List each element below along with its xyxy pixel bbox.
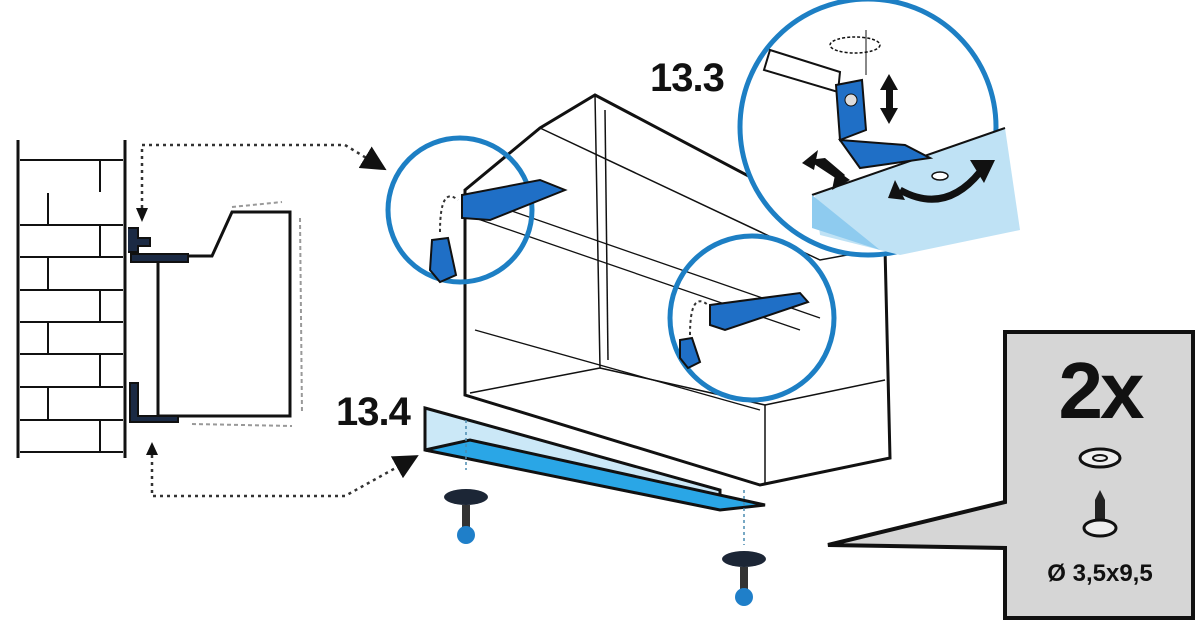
cabinet-side-profile: [128, 201, 303, 427]
screw-icon: [1082, 490, 1118, 538]
arrow-down-icon: [136, 208, 148, 222]
detail-circle-bracket-left: [385, 135, 568, 285]
depth-adjust-arrow-icon: [802, 150, 850, 190]
bottom-rail: [423, 406, 766, 512]
detail-circle-bracket-right: [667, 233, 837, 403]
washer-icon: [1078, 447, 1122, 469]
height-adjust-arrow-icon: [880, 74, 898, 124]
screw-spec-label: Ø 3,5x9,5: [1047, 560, 1153, 587]
brick-wall: [16, 140, 127, 458]
quantity-label: 2x: [1058, 346, 1145, 435]
connector-arrows: [140, 143, 419, 498]
detail-circle-adjustment: [737, 0, 1020, 258]
arrow-up-icon: [146, 442, 158, 455]
mounting-screws-dashed-guides: [465, 420, 745, 545]
hardware-callout: [827, 330, 1195, 620]
step-label-13-4: 13.4: [336, 390, 411, 434]
step-label-13-3: 13.3: [650, 56, 725, 100]
rotate-arrow-icon: [888, 160, 995, 203]
washer-screw-left: [444, 489, 488, 544]
washer-screw-right: [722, 551, 766, 606]
